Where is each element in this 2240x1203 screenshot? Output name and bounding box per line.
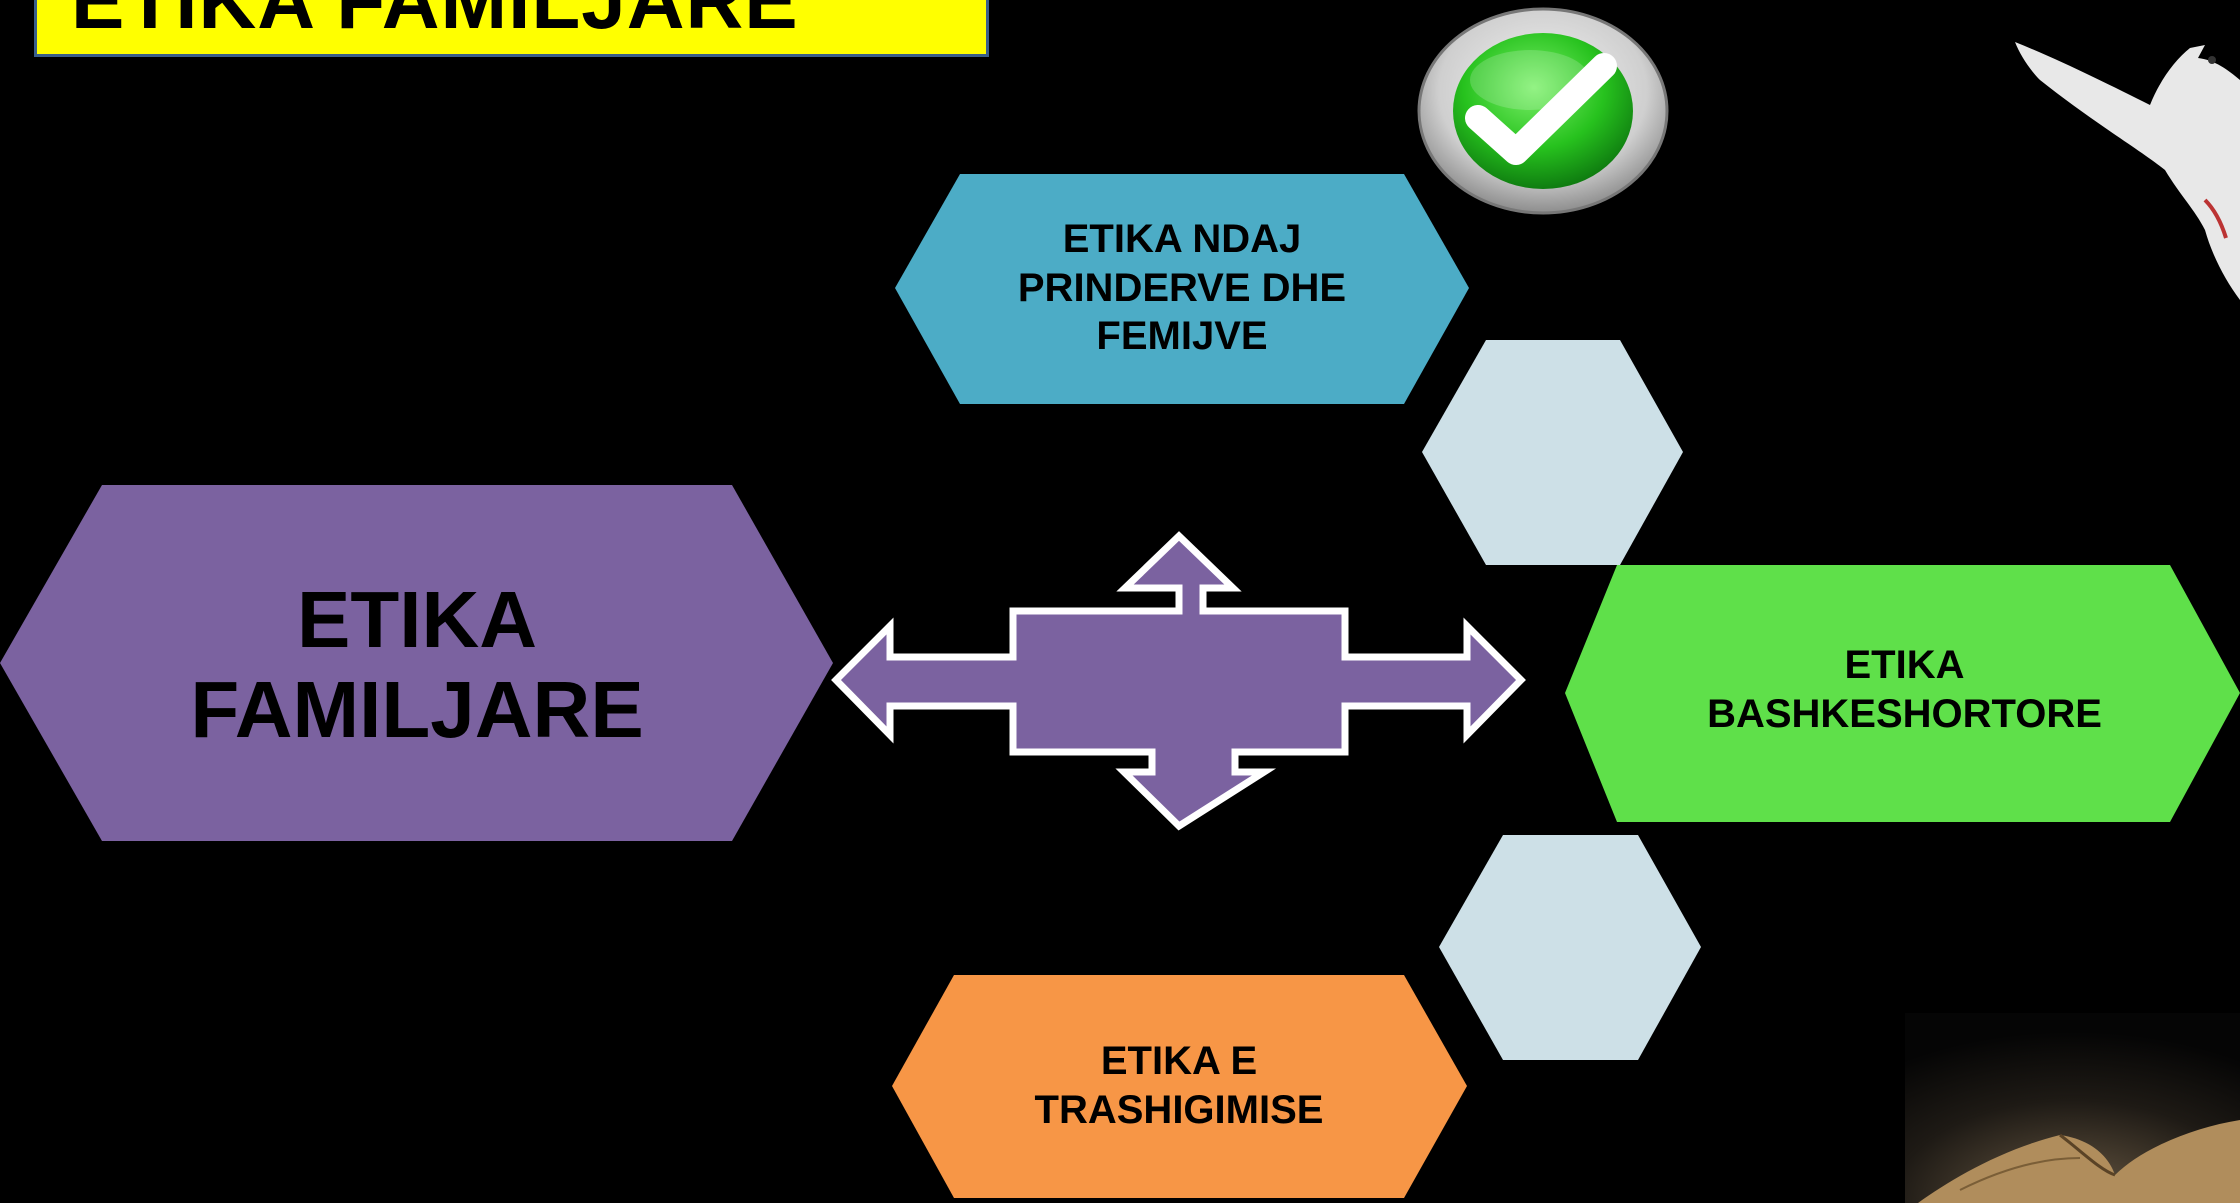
main-hexagon-label: ETIKA FAMILJARE — [102, 560, 732, 770]
inheritance-label-line: ETIKA E — [1100, 1039, 1258, 1084]
parents-children-hexagon — [895, 174, 1469, 404]
main-label-line: FAMILJARE — [190, 665, 644, 754]
slide-title: ETIKA FAMILJARE — [71, 0, 799, 45]
parents-label-line: ETIKA NDAJ — [1062, 216, 1302, 261]
inheritance-label: ETIKA E TRASHIGIMISE — [954, 1036, 1404, 1136]
parents-children-label: ETIKA NDAJ PRINDERVE DHE FEMIJVE — [960, 210, 1404, 366]
open-book-image — [1905, 1013, 2240, 1203]
main-label-line: ETIKA — [296, 575, 537, 665]
spousal-label-line: ETIKA — [1844, 643, 1965, 688]
spousal-label-line: BASHKESHORTORE — [1707, 692, 2102, 736]
inheritance-hexagon — [892, 975, 1467, 1198]
spousal-hexagon — [1565, 565, 2240, 822]
inheritance-label-line: TRASHIGIMISE — [1034, 1088, 1324, 1132]
four-way-arrow-icon — [831, 531, 1526, 831]
spacer-hexagon-upper — [1422, 340, 1683, 565]
main-hexagon — [0, 485, 833, 841]
spacer-hexagon-lower — [1439, 835, 1701, 1060]
parents-label-line: PRINDERVE DHE — [1017, 265, 1347, 310]
slide-title-banner: ETIKA FAMILJARE — [34, 0, 989, 57]
dove-image — [2015, 42, 2240, 300]
parents-label-line: FEMIJVE — [1096, 314, 1268, 359]
spousal-label: ETIKA BASHKESHORTORE — [1617, 640, 2192, 740]
checkmark-badge-icon — [1417, 7, 1669, 215]
